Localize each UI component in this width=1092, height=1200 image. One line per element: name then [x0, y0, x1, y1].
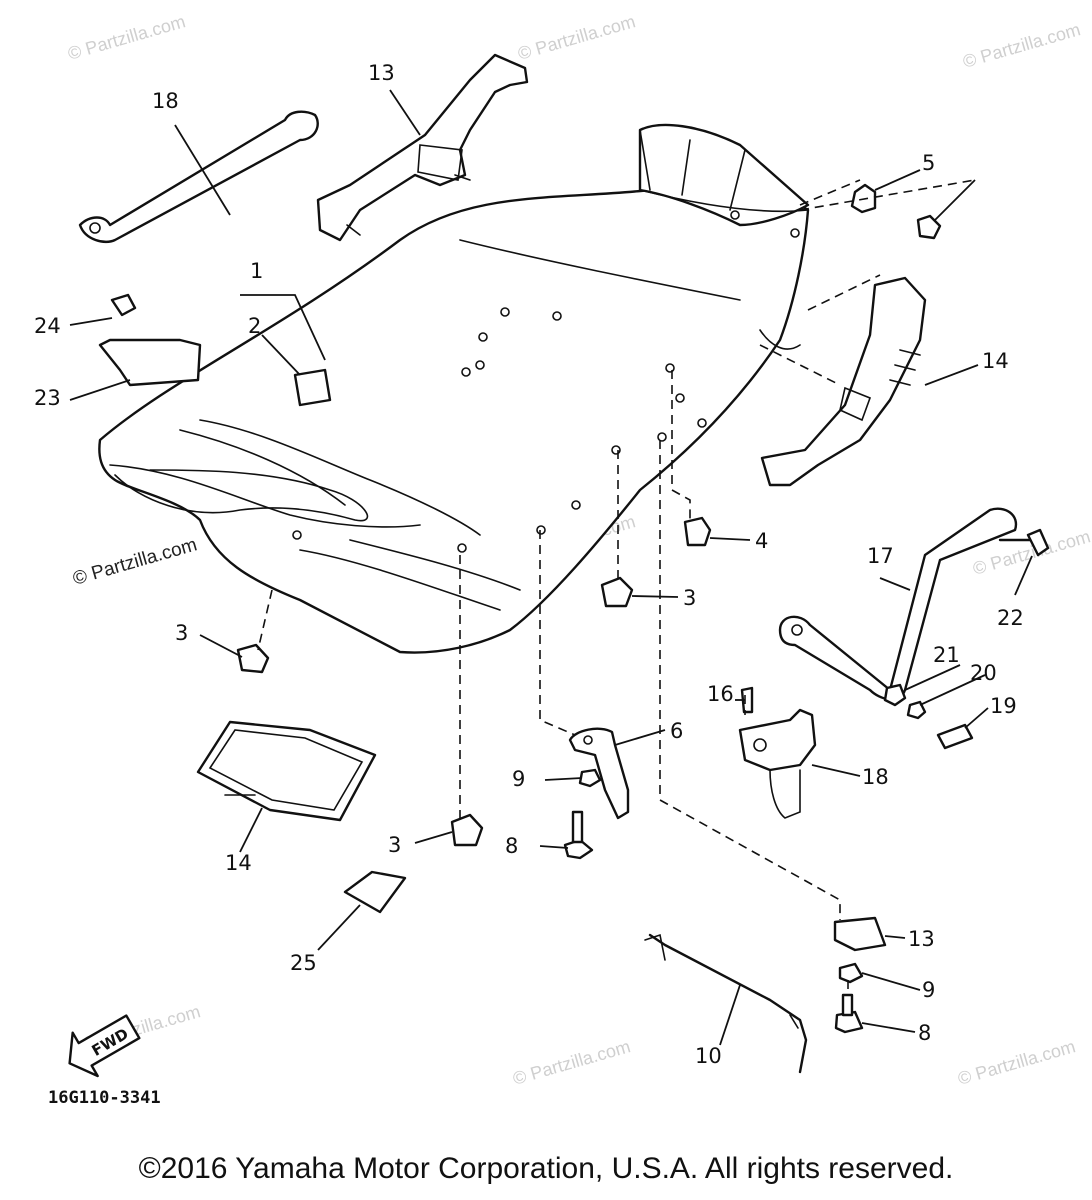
watermark: © Partzilla.com — [961, 19, 1083, 72]
watermark: © Partzilla.com — [511, 1036, 633, 1089]
callout-3b: 3 — [175, 621, 188, 645]
callout-14: 14 — [225, 851, 252, 875]
part-5-nut-b — [916, 214, 942, 240]
callout-19: 19 — [990, 694, 1017, 718]
part-22-bolt — [1026, 528, 1050, 557]
callout-20: 20 — [970, 661, 997, 685]
leaders — [69, 89, 1033, 1046]
callout-13: 13 — [368, 61, 395, 85]
part-3-grommet-b — [236, 643, 270, 674]
callout-16: 16 — [707, 682, 734, 706]
part-15-lock — [738, 708, 817, 819]
part-3-grommet-a — [600, 576, 634, 608]
part-25-pad — [343, 870, 407, 914]
part-11-bracket — [833, 916, 887, 952]
part-21-washer — [883, 683, 907, 707]
callout-8b: 8 — [918, 1021, 931, 1045]
callout-4: 4 — [755, 529, 768, 553]
part-14-tray — [196, 720, 377, 822]
part-12-grab-bar — [760, 276, 927, 487]
part-10-cable — [644, 933, 808, 1074]
callout-25: 25 — [290, 951, 317, 975]
guide-lines — [257, 179, 976, 995]
part-24-screw — [110, 293, 137, 317]
callout-10: 10 — [695, 1044, 722, 1068]
callout-9b: 9 — [922, 978, 935, 1002]
callout-18: 18 — [152, 89, 179, 113]
callout-21: 21 — [933, 643, 960, 667]
callout-6: 6 — [670, 719, 683, 743]
part-9-nut-a — [578, 768, 602, 788]
part-4-grommet — [683, 516, 712, 547]
watermark-dark: © Partzilla.com — [71, 534, 200, 589]
part-19-bolt — [936, 723, 974, 750]
callout-3c: 3 — [388, 833, 401, 857]
callout-17: 17 — [867, 544, 894, 568]
part-18-bar — [78, 110, 319, 244]
callout-labels: 18 13 5 1 2 14 24 23 4 17 3 3 22 21 20 1… — [34, 61, 1024, 1068]
part-2-clip — [293, 368, 332, 407]
callout-3a: 3 — [683, 586, 696, 610]
part-17-bar — [778, 507, 1018, 701]
copyright-footer: ©2016 Yamaha Motor Corporation, U.S.A. A… — [138, 1152, 954, 1185]
seat — [98, 123, 810, 654]
callout-1: 1 — [250, 259, 263, 283]
callout-9a: 9 — [512, 767, 525, 791]
watermark: © Partzilla.com — [516, 11, 638, 64]
callout-23: 23 — [34, 386, 61, 410]
callout-2: 2 — [248, 314, 261, 338]
part-3-grommet-c — [450, 813, 484, 847]
watermark: © Partzilla.com — [66, 11, 188, 64]
callout-22: 22 — [997, 606, 1024, 630]
small-parts — [98, 183, 1050, 1034]
part-20-washer — [906, 700, 927, 720]
part-6-bracket — [568, 727, 630, 820]
part-9-nut-b — [838, 962, 864, 984]
callout-24: 24 — [34, 314, 61, 338]
part-23-latch — [98, 338, 202, 387]
diagram-code: 16G110-3341 — [48, 1088, 161, 1108]
watermark: © Partzilla.com — [956, 1036, 1078, 1089]
callout-15: 18 — [862, 765, 889, 789]
callout-11: 13 — [908, 927, 935, 951]
part-16-bolt — [740, 686, 754, 714]
callout-8a: 8 — [505, 834, 518, 858]
callout-12: 14 — [982, 349, 1009, 373]
callout-5: 5 — [922, 151, 935, 175]
fwd-arrow: FWD — [68, 1014, 141, 1078]
part-13-grab-bar — [316, 53, 529, 242]
